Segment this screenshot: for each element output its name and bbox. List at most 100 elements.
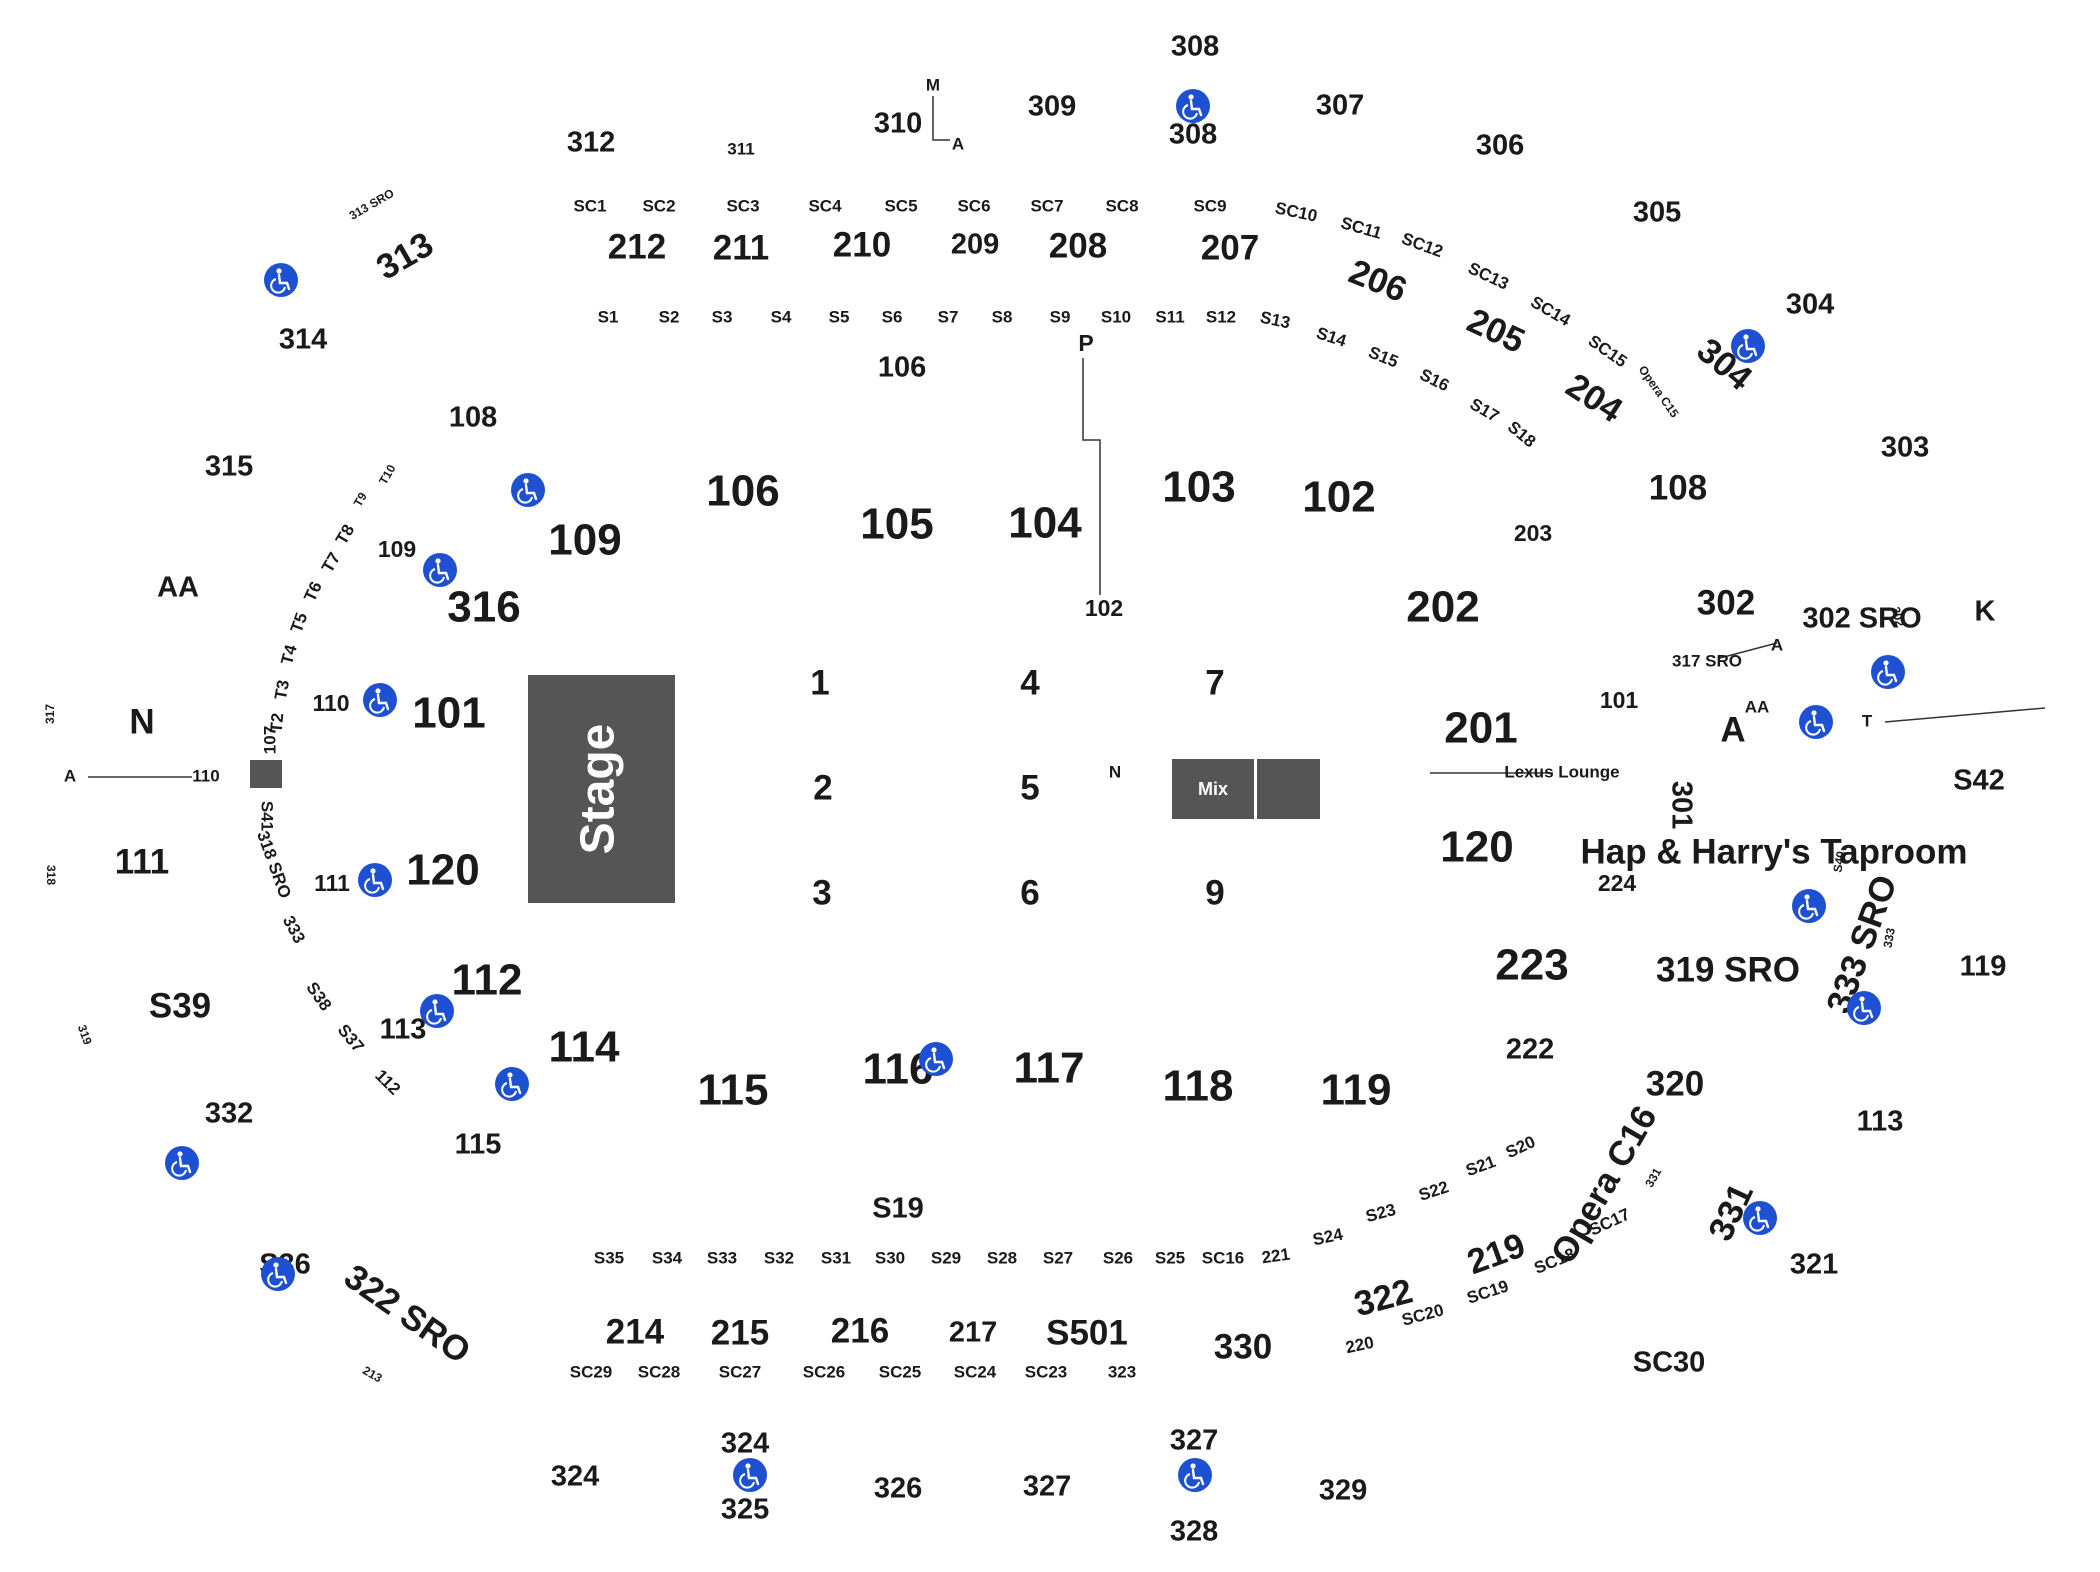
- section-label[interactable]: 317 SRO: [1672, 651, 1742, 670]
- section-label[interactable]: 314: [279, 324, 327, 356]
- section-label[interactable]: K: [1975, 596, 1996, 628]
- section-label[interactable]: S12: [1206, 307, 1236, 326]
- section-label[interactable]: 108: [449, 402, 497, 434]
- floor-section-label[interactable]: 5: [1020, 768, 1039, 807]
- section-label[interactable]: SC24: [954, 1362, 997, 1381]
- section-label[interactable]: P: [1078, 330, 1093, 356]
- section-label[interactable]: 327: [1023, 1471, 1071, 1503]
- section-label[interactable]: A: [1720, 710, 1745, 749]
- section-label[interactable]: SC7: [1030, 196, 1063, 215]
- section-label[interactable]: 317: [43, 704, 57, 724]
- section-label[interactable]: S35: [594, 1248, 624, 1267]
- section-label[interactable]: 208: [1049, 226, 1107, 265]
- section-label[interactable]: 202: [1406, 583, 1479, 632]
- section-label[interactable]: 315: [205, 451, 253, 483]
- section-label[interactable]: 104: [1008, 499, 1082, 548]
- section-label[interactable]: T10: [376, 462, 399, 487]
- section-label[interactable]: 302 SRO: [1802, 603, 1921, 635]
- section-label[interactable]: 323: [1108, 1362, 1136, 1381]
- section-label[interactable]: S25: [1155, 1248, 1185, 1267]
- section-label[interactable]: 325: [721, 1494, 769, 1526]
- section-label[interactable]: S3: [712, 307, 733, 326]
- section-label[interactable]: T6: [300, 579, 326, 605]
- section-label[interactable]: A: [1771, 635, 1783, 654]
- section-label[interactable]: S34: [652, 1248, 683, 1267]
- section-label[interactable]: SC15: [1585, 331, 1631, 371]
- section-label[interactable]: SC1: [573, 196, 606, 215]
- section-label[interactable]: 318 SRO: [253, 829, 295, 901]
- section-label[interactable]: SC8: [1105, 196, 1138, 215]
- section-label[interactable]: T5: [287, 610, 312, 635]
- section-label[interactable]: 316: [447, 583, 520, 632]
- section-label[interactable]: 115: [698, 1066, 769, 1115]
- section-label[interactable]: 214: [606, 1312, 665, 1351]
- section-label[interactable]: S23: [1364, 1200, 1398, 1226]
- floor-section-label[interactable]: 3: [812, 873, 831, 912]
- section-label[interactable]: S9: [1050, 307, 1071, 326]
- section-label[interactable]: S501: [1046, 1313, 1128, 1352]
- section-label[interactable]: T3: [271, 678, 293, 701]
- section-label[interactable]: 224: [1598, 870, 1637, 896]
- floor-section-label[interactable]: 9: [1205, 873, 1224, 912]
- section-label[interactable]: 333: [1881, 926, 1898, 948]
- section-label[interactable]: 220: [1344, 1333, 1376, 1357]
- section-label[interactable]: S38: [302, 979, 335, 1015]
- section-label[interactable]: 326: [874, 1473, 922, 1505]
- section-label[interactable]: 213: [360, 1363, 385, 1385]
- section-label[interactable]: SC3: [726, 196, 759, 215]
- section-label[interactable]: S2: [659, 307, 680, 326]
- section-label[interactable]: 304: [1786, 289, 1834, 321]
- section-label[interactable]: 120: [406, 846, 479, 895]
- section-label[interactable]: SC14: [1527, 292, 1574, 330]
- section-label[interactable]: 102: [1302, 473, 1375, 522]
- section-label[interactable]: 313: [370, 225, 440, 288]
- section-label[interactable]: 313 SRO: [347, 186, 397, 223]
- section-label[interactable]: SC27: [719, 1362, 762, 1381]
- section-label[interactable]: 201: [1444, 704, 1517, 753]
- section-label[interactable]: S5: [829, 307, 850, 326]
- section-label[interactable]: 212: [608, 227, 666, 266]
- section-label[interactable]: SC19: [1465, 1276, 1511, 1307]
- section-label[interactable]: SC4: [808, 196, 842, 215]
- section-label[interactable]: A: [64, 766, 76, 785]
- section-label[interactable]: SC2: [642, 196, 675, 215]
- section-label[interactable]: 108: [1649, 468, 1707, 507]
- section-label[interactable]: N: [1109, 762, 1121, 781]
- section-label[interactable]: 324: [721, 1428, 769, 1460]
- section-label[interactable]: SC16: [1202, 1248, 1245, 1267]
- section-label[interactable]: SC23: [1025, 1362, 1068, 1381]
- section-label[interactable]: S40: [1830, 850, 1848, 874]
- section-label[interactable]: T7: [318, 549, 344, 576]
- mix-block[interactable]: [1172, 759, 1254, 819]
- section-label[interactable]: S31: [821, 1248, 851, 1267]
- section-label[interactable]: SC13: [1465, 258, 1512, 293]
- stage-block[interactable]: [528, 675, 675, 903]
- floor-section-label[interactable]: 2: [813, 768, 832, 807]
- floor-section-label[interactable]: 6: [1020, 873, 1039, 912]
- section-label[interactable]: AA: [157, 572, 199, 604]
- section-label[interactable]: 113: [380, 1014, 427, 1046]
- section-label[interactable]: 324: [551, 1461, 599, 1493]
- section-label[interactable]: 319 SRO: [1656, 950, 1800, 989]
- section-label[interactable]: SC10: [1273, 198, 1319, 225]
- section-label[interactable]: 321: [1790, 1249, 1838, 1281]
- section-label[interactable]: 206: [1343, 252, 1412, 310]
- section-label[interactable]: 101: [1600, 687, 1639, 713]
- section-label[interactable]: 105: [860, 500, 933, 549]
- section-label[interactable]: 120: [1440, 823, 1513, 872]
- section-label[interactable]: 111: [314, 870, 350, 896]
- section-label[interactable]: 113: [1857, 1106, 1904, 1138]
- section-label[interactable]: 109: [548, 516, 621, 565]
- section-label[interactable]: S1: [598, 307, 619, 326]
- section-label[interactable]: S42: [1953, 765, 2005, 797]
- section-label[interactable]: SC12: [1399, 229, 1445, 261]
- section-label[interactable]: 330: [1214, 1327, 1272, 1366]
- section-label[interactable]: 311: [727, 139, 754, 158]
- section-label[interactable]: S15: [1366, 343, 1401, 372]
- section-label[interactable]: 320: [1646, 1064, 1704, 1103]
- section-label[interactable]: Lexus Lounge: [1504, 762, 1619, 781]
- section-label[interactable]: 204: [1559, 366, 1630, 431]
- section-label[interactable]: 223: [1495, 941, 1568, 990]
- section-label[interactable]: 216: [831, 1311, 889, 1350]
- section-label[interactable]: Hap & Harry's Taproom: [1581, 832, 1968, 871]
